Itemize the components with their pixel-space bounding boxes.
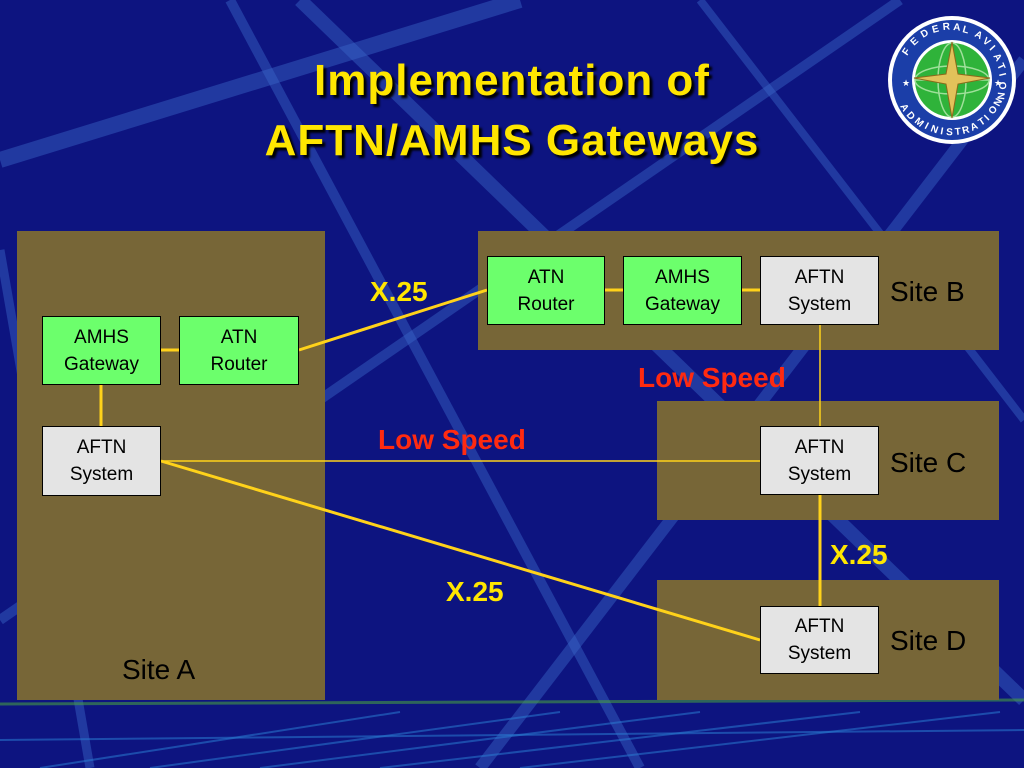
- svg-text:T: T: [977, 116, 988, 129]
- svg-text:A: A: [897, 102, 910, 114]
- node-label-line-2: Router: [517, 293, 575, 315]
- title-line-1: Implementation of: [314, 56, 710, 105]
- svg-text:★: ★: [994, 78, 1002, 88]
- node-label-line-1: AFTN: [76, 437, 127, 458]
- svg-text:N: N: [929, 123, 940, 136]
- node-label-line-1: AMHS: [74, 326, 129, 348]
- link-label-a-d-x25: X.25: [446, 576, 504, 607]
- faa-seal-logo: F E D E R A L A V I A T I O N A D M I N …: [888, 16, 1016, 144]
- svg-text:S: S: [946, 127, 954, 138]
- site-a-atn-router: ATN Router: [179, 316, 299, 385]
- link-a-aftn-to-d-aftn: [160, 459, 761, 642]
- svg-text:N: N: [994, 92, 1006, 100]
- svg-text:E: E: [931, 23, 941, 35]
- link-a-atn-to-b-atn: [298, 288, 488, 352]
- site-d-label: Site D: [890, 625, 967, 656]
- svg-text:I: I: [987, 44, 997, 54]
- site-d-aftn-system: AFTN System: [760, 606, 879, 674]
- site-c-aftn-system: AFTN System: [760, 426, 879, 495]
- site-b-atn-router: ATN Router: [487, 256, 605, 325]
- site-b-aftn-system: AFTN System: [760, 256, 879, 325]
- svg-text:A: A: [973, 29, 985, 42]
- node-label-line-2: Gateway: [645, 293, 720, 315]
- site-a-aftn-system: AFTN System: [42, 426, 161, 496]
- node-label-line-2: System: [787, 643, 852, 664]
- site-b-amhs-gateway: AMHS Gateway: [623, 256, 742, 325]
- svg-text:D: D: [919, 27, 931, 40]
- svg-text:A: A: [969, 121, 980, 134]
- svg-text:O: O: [996, 81, 1008, 90]
- site-a-amhs-gateway: AMHS Gateway: [42, 316, 161, 385]
- svg-text:A: A: [953, 22, 961, 34]
- link-label-a-c-low-speed: Low Speed: [378, 424, 526, 455]
- svg-text:F: F: [900, 46, 913, 57]
- node-label-line-1: AMHS: [655, 266, 710, 288]
- svg-text:T: T: [954, 126, 961, 137]
- site-c-label: Site C: [890, 447, 967, 478]
- node-label-line-1: AFTN: [794, 266, 845, 288]
- link-label-c-d-x25: X.25: [830, 539, 888, 570]
- site-b-label: Site B: [890, 276, 965, 307]
- node-label-line-2: System: [787, 293, 852, 315]
- svg-text:I: I: [923, 121, 931, 132]
- svg-text:T: T: [994, 62, 1007, 72]
- link-label-a-b-x25: X.25: [370, 276, 428, 307]
- svg-text:I: I: [996, 72, 1007, 78]
- svg-text:N: N: [992, 97, 1005, 109]
- svg-text:R: R: [942, 21, 951, 33]
- node-label-line-1: ATN: [527, 266, 565, 288]
- node-label-line-1: AFTN: [794, 436, 845, 458]
- link-label-b-c-low-speed: Low Speed: [638, 362, 786, 393]
- title-line-2: AFTN/AMHS Gateways: [264, 116, 760, 165]
- svg-text:I: I: [982, 113, 992, 123]
- node-label-line-1: AFTN: [794, 616, 845, 637]
- svg-text:L: L: [961, 24, 970, 36]
- svg-text:★: ★: [902, 78, 910, 88]
- node-label-line-2: System: [787, 463, 852, 485]
- svg-text:R: R: [961, 124, 971, 137]
- node-label-line-2: System: [69, 464, 134, 485]
- site-a-label: Site A: [122, 654, 196, 685]
- node-label-line-1: ATN: [220, 326, 258, 348]
- node-label-line-2: Router: [210, 353, 268, 375]
- node-label-line-2: Gateway: [64, 353, 139, 375]
- svg-text:I: I: [939, 126, 944, 137]
